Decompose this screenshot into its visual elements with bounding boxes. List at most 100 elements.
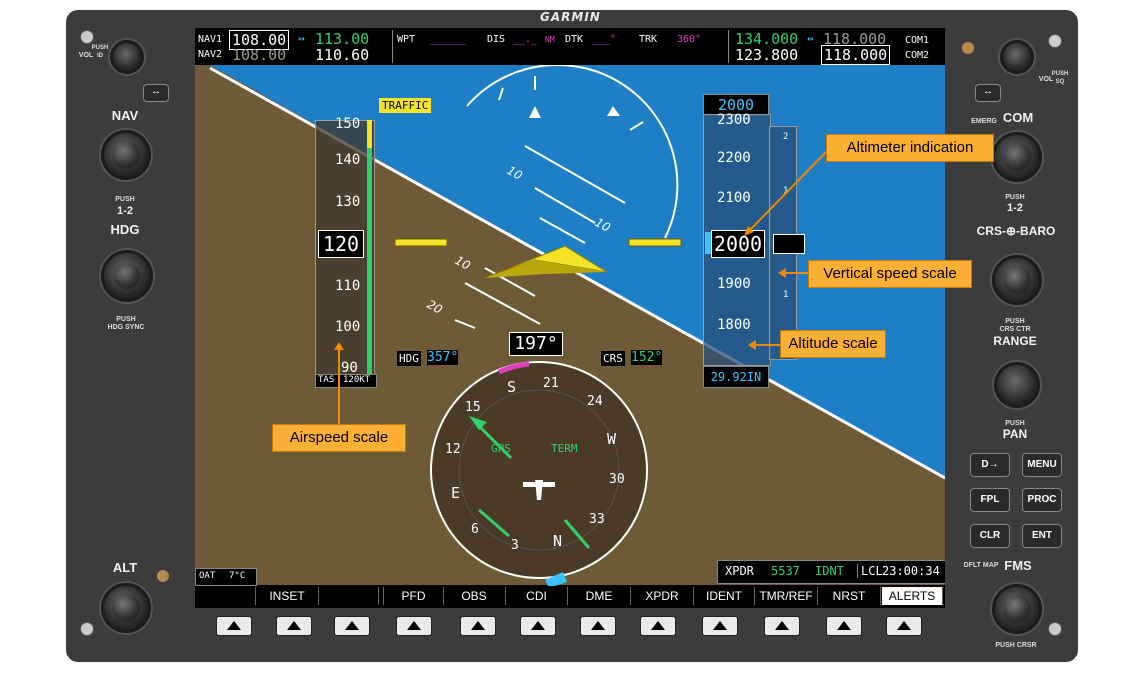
com1-standby[interactable]: 118.000 <box>823 30 887 48</box>
callout-altitude-scale: Altitude scale <box>780 330 886 358</box>
compass-label: W <box>607 430 617 448</box>
com2-standby[interactable]: 118.000 <box>821 45 891 65</box>
ent-button[interactable]: ENT <box>1022 524 1062 548</box>
top-nav-bar <box>195 28 945 65</box>
traffic-annunciation: TRAFFIC <box>379 98 432 113</box>
tas-label: TAS <box>318 375 335 385</box>
nav-freq-transfer-button[interactable]: ↔ <box>143 84 169 102</box>
airspeed-readout: 120 <box>318 230 364 258</box>
fpl-button[interactable]: FPL <box>970 488 1010 512</box>
nav-volume-knob[interactable] <box>110 40 144 74</box>
one-two-label: 1-2 <box>1007 202 1023 214</box>
range-joystick[interactable] <box>994 362 1040 408</box>
softkey-2-button[interactable] <box>276 616 312 636</box>
direct-to-button[interactable]: D→ <box>970 453 1010 477</box>
xpdr-mode: IDNT <box>815 564 844 578</box>
softkey-label: NRST <box>818 587 881 605</box>
hdg-knob[interactable] <box>101 250 153 302</box>
nav2-label: NAV2 <box>198 49 223 60</box>
hdg-bug-value: 357° <box>427 350 459 365</box>
softkey-label: PFD <box>383 587 444 605</box>
softkey-9-button[interactable] <box>702 616 738 636</box>
com-knob-label: COM <box>1002 110 1034 125</box>
push-hdg-sync-label: PUSH HDG SYNC <box>107 316 145 331</box>
airspeed-tick: 90 <box>341 360 358 376</box>
push-12-label: PUSH <box>1005 194 1025 201</box>
term-label: TERM <box>551 442 578 455</box>
altitude-tick: 2100 <box>717 190 751 206</box>
hdg-knob-label: HDG <box>110 222 140 237</box>
altitude-tick: 1900 <box>717 276 751 292</box>
nav1-active[interactable]: 108.00 <box>229 30 290 50</box>
wpt-label: WPT <box>397 34 416 45</box>
nav1-arrow: ↔ <box>298 32 305 45</box>
alt-knob[interactable] <box>101 583 151 633</box>
nav-knob[interactable] <box>101 130 151 180</box>
softkey-5-button[interactable] <box>460 616 496 636</box>
softkey-label <box>319 587 379 605</box>
softkey-1-button[interactable] <box>216 616 252 636</box>
menu-button[interactable]: MENU <box>1022 453 1062 477</box>
push-12-label: PUSH <box>115 196 135 203</box>
compass-label: 30 <box>609 472 625 487</box>
dis-label: DIS <box>487 34 506 45</box>
push-sq-label: PUSH SQ <box>1051 71 1069 85</box>
photocell-icon <box>157 570 169 582</box>
softkey-label <box>198 587 256 605</box>
callout-airspeed-scale: Airspeed scale <box>272 424 406 452</box>
nav2-active[interactable]: 108.00 <box>232 46 287 64</box>
tas-box <box>315 374 377 388</box>
com2-active[interactable]: 123.800 <box>735 46 799 64</box>
softkey-10-button[interactable] <box>764 616 800 636</box>
com-volume-knob[interactable] <box>1000 40 1034 74</box>
compass-label: S <box>507 378 517 396</box>
vsi-pointer <box>773 234 805 254</box>
trk-value: 360° <box>677 34 702 45</box>
alt-knob-label: ALT <box>112 560 138 575</box>
dis-unit: NM <box>545 35 555 44</box>
compass-label: 12 <box>445 442 461 457</box>
nav1-standby[interactable]: 113.00 <box>315 30 370 48</box>
push-id-label: PUSH ID <box>91 45 109 59</box>
clr-button[interactable]: CLR <box>970 524 1010 548</box>
dflt-map-label: DFLT MAP <box>963 562 999 569</box>
airspeed-tick: 130 <box>335 194 361 210</box>
crs-baro-label: CRS-⊕-BARO <box>976 224 1056 238</box>
altitude-tick: 1800 <box>717 317 751 333</box>
compass-label: 24 <box>587 394 603 409</box>
com1-active[interactable]: 134.000 <box>735 30 799 48</box>
hsi-compass <box>430 361 648 588</box>
push-pan-label: PUSH <box>1005 420 1025 427</box>
com-freq-transfer-button[interactable]: ↔ <box>975 84 1001 102</box>
softkey-label: XPDR <box>631 587 694 605</box>
softkey-label-bar <box>195 586 945 607</box>
compass-label: 15 <box>465 400 481 415</box>
softkey-6-button[interactable] <box>520 616 556 636</box>
airspeed-trend-bar-top <box>367 120 372 148</box>
softkey-7-button[interactable] <box>580 616 616 636</box>
nav2-standby[interactable]: 110.60 <box>315 46 370 64</box>
nav-knob-label: NAV <box>111 108 139 123</box>
push-crsr-label: PUSH CRSR <box>995 642 1037 649</box>
softkey-4-button[interactable] <box>396 616 432 636</box>
softkey-3-button[interactable] <box>334 616 370 636</box>
divider <box>728 30 729 63</box>
compass-label: N <box>553 532 563 550</box>
compass-label: 21 <box>543 376 559 391</box>
airspeed-tick: 150 <box>335 116 361 132</box>
tas-value: 120KT <box>343 375 371 385</box>
softkey-12-button[interactable] <box>886 616 922 636</box>
pfd-screen: 10 10 10 20 NAV1 108.00 ↔ 113.00 NAV2 10… <box>195 28 945 608</box>
altitude-bug <box>705 232 713 254</box>
softkey-8-button[interactable] <box>640 616 676 636</box>
com-knob[interactable] <box>992 132 1042 182</box>
xpdr-code: 5537 <box>771 564 800 578</box>
proc-button[interactable]: PROC <box>1022 488 1062 512</box>
fms-label: FMS <box>1004 558 1032 573</box>
fms-knob[interactable] <box>992 584 1042 634</box>
softkey-11-button[interactable] <box>826 616 862 636</box>
crs-baro-knob[interactable] <box>992 255 1042 305</box>
altitude-tick: 2300 <box>717 112 751 128</box>
pan-label: PAN <box>1002 427 1028 441</box>
softkey-label: INSET <box>256 587 319 605</box>
